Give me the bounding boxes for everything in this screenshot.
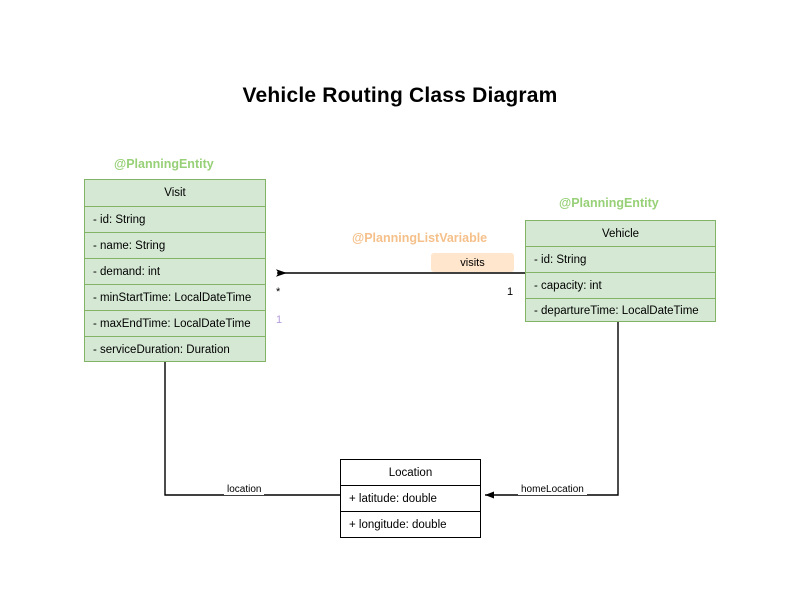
class-title-visit: Visit xyxy=(85,180,265,207)
class-attribute: + latitude: double xyxy=(341,486,480,512)
class-title-location: Location xyxy=(341,460,480,486)
class-attribute: - departureTime: LocalDateTime xyxy=(534,305,699,317)
class-attribute: - demand: int xyxy=(85,259,265,285)
multiplicity-secondary: 1 xyxy=(276,314,283,326)
multiplicity-visit-side: * xyxy=(276,286,281,298)
class-attribute: - id: String xyxy=(85,207,265,233)
class-attribute: - maxEndTime: LocalDateTime xyxy=(85,311,265,337)
class-box-visit[interactable]: Visit - id: String - name: String - dema… xyxy=(84,179,266,362)
class-attribute: + longitude: double xyxy=(341,512,480,538)
stereotype-visit: @PlanningEntity xyxy=(114,157,214,171)
class-box-vehicle[interactable]: Vehicle - id: String - capacity: int - d… xyxy=(525,220,716,322)
multiplicity-vehicle-side: 1 xyxy=(507,286,514,298)
class-attribute: - name: String xyxy=(85,233,265,259)
edge-label-home-location: homeLocation xyxy=(518,484,587,495)
stereotype-vehicle: @PlanningEntity xyxy=(559,196,659,210)
page-title: Vehicle Routing Class Diagram xyxy=(242,84,558,107)
class-attribute: - capacity: int xyxy=(526,273,715,299)
class-box-location[interactable]: Location + latitude: double + longitude:… xyxy=(340,459,481,538)
edge-label-location: location xyxy=(224,484,265,495)
assoc-label-visits[interactable]: visits xyxy=(431,253,514,272)
class-attribute: - minStartTime: LocalDateTime xyxy=(85,285,265,311)
stereotype-planning-list-variable: @PlanningListVariable xyxy=(352,231,488,245)
class-attribute: - id: String xyxy=(526,247,715,273)
class-title-vehicle: Vehicle xyxy=(526,221,715,247)
class-attribute: - serviceDuration: Duration xyxy=(93,343,230,356)
edge-vehicle-home-location xyxy=(485,322,619,499)
